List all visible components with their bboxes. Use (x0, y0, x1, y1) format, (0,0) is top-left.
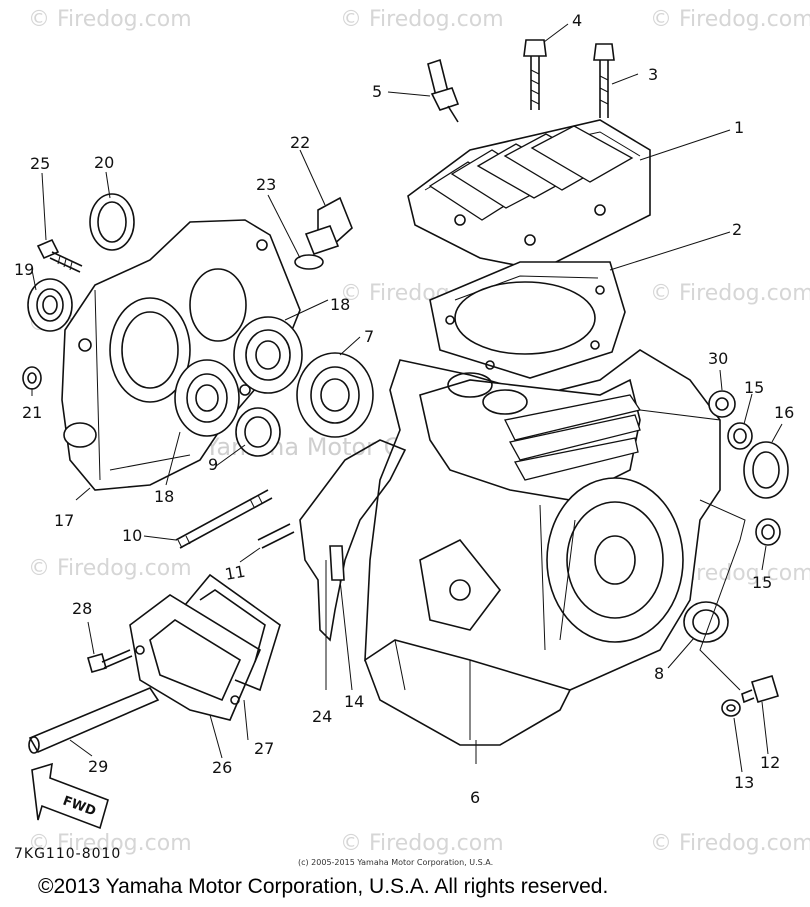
cylinder-head (407, 119, 651, 271)
drain-gasket (721, 699, 741, 717)
breather-pipe (28, 687, 160, 754)
part-callouts: 1 2 3 4 5 6 7 8 9 10 11 12 13 14 15 15 1… (14, 11, 794, 807)
watermark: © Firedog.com (28, 7, 192, 32)
part-number-label: 24 (312, 707, 332, 726)
copyright-notice: ©2013 Yamaha Motor Corporation, U.S.A. A… (38, 875, 608, 898)
part-number-label: 18 (330, 295, 350, 314)
fwd-arrow: FWD (31, 762, 109, 830)
part-number-label: 23 (256, 175, 276, 194)
part-number-label: 19 (14, 260, 34, 279)
part-number-label: 17 (54, 511, 74, 530)
breather-bolt (87, 649, 133, 673)
part-number-label: 15 (752, 573, 772, 592)
breather-gasket (184, 573, 281, 692)
crankcase (364, 349, 721, 746)
cover-bolt (36, 238, 83, 273)
head-bolts (523, 39, 615, 118)
watermark: © Firedog.com (340, 831, 504, 856)
part-number-label: 21 (22, 403, 42, 422)
part-number-label: 12 (760, 753, 780, 772)
watermark: © Firedog.com (340, 7, 504, 32)
watermark: © Firedog.com (650, 281, 810, 306)
leader-lines (31, 23, 783, 773)
part-number-label: 29 (88, 757, 108, 776)
watermark: © Firedog.com (650, 7, 810, 32)
o-ring (89, 193, 135, 251)
part-number-label: 16 (774, 403, 794, 422)
part-number-label: 4 (572, 11, 582, 30)
part-number-label: 3 (648, 65, 658, 84)
part-number-label: 1 (734, 118, 744, 137)
part-number-label: 25 (30, 154, 50, 173)
part-number-label: 22 (290, 133, 310, 152)
breather-cover (129, 594, 262, 721)
washer (22, 366, 42, 390)
plugs (708, 390, 781, 546)
part-number-label: 7 (364, 327, 374, 346)
watermark: © Firedog.com (650, 831, 810, 856)
bearings (174, 316, 374, 457)
watermark: © Firedog.com (28, 831, 192, 856)
part-number-label: 13 (734, 773, 754, 792)
part-number-label: 9 (208, 455, 218, 474)
part-number-label: 18 (154, 487, 174, 506)
drain-bolt (741, 675, 779, 704)
part-number-label: 27 (254, 739, 274, 758)
part-number-label: 14 (344, 692, 364, 711)
part-number-label: 5 (372, 82, 382, 101)
small-copyright: (c) 2005-2015 Yamaha Motor Corporation, … (298, 858, 493, 867)
head-gasket (429, 261, 626, 379)
stud-bolts (175, 489, 295, 549)
side-gasket (299, 439, 407, 642)
oil-gauge (294, 196, 353, 270)
diagram-code: 7KG110-8010 (14, 846, 121, 862)
part-number-label: 11 (223, 562, 246, 584)
part-number-label: 2 (732, 220, 742, 239)
spark-plug (427, 58, 460, 123)
part-number-label: 30 (708, 349, 728, 368)
cap (743, 441, 789, 499)
crank-oil-seal (683, 601, 729, 643)
part-number-label: 26 (212, 758, 232, 777)
part-number-label: 6 (470, 788, 480, 807)
part-number-label: 28 (72, 599, 92, 618)
oil-seal (27, 278, 73, 332)
part-number-label: 20 (94, 153, 114, 172)
part-number-label: 8 (654, 664, 664, 683)
watermark: © Firedog.com (28, 556, 192, 581)
part-number-label: 15 (744, 378, 764, 397)
part-number-label: 10 (122, 526, 142, 545)
